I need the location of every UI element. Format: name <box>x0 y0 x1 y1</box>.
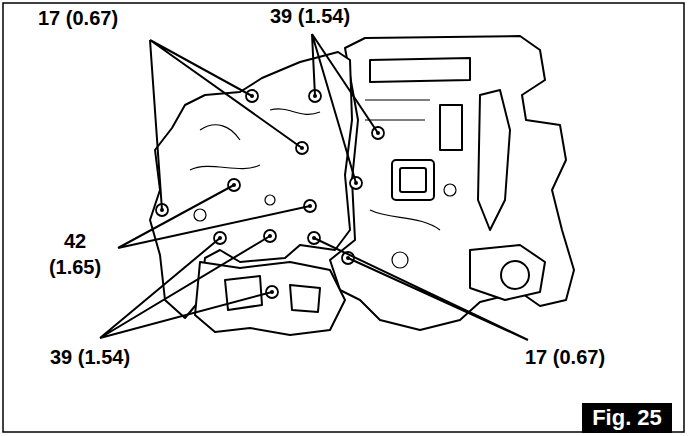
figure-number-box: Fig. 25 <box>582 403 672 433</box>
port-hole <box>444 184 456 196</box>
callout-number: 17 (0.67) <box>38 5 118 31</box>
check-ball-hole <box>265 195 275 205</box>
leader-line <box>312 34 378 183</box>
callout-number: 39 (1.54) <box>50 344 130 370</box>
detent-spring <box>225 276 262 310</box>
callout-number: 42 (1.65) <box>40 228 110 280</box>
figure-number: Fig. 25 <box>592 405 662 431</box>
fluid-passage <box>365 100 430 120</box>
figure-frame <box>3 3 684 432</box>
bolt-centers <box>160 94 380 294</box>
valve-bore <box>478 90 510 230</box>
leader-line <box>100 236 272 338</box>
fluid-passage <box>200 125 240 140</box>
leader-line <box>118 185 310 248</box>
fluid-passage <box>370 210 440 230</box>
check-ball-hole <box>194 209 206 221</box>
leader-line <box>314 238 528 340</box>
casting-rib <box>370 58 470 82</box>
manual-valve <box>290 285 320 312</box>
leader-lines <box>100 34 528 340</box>
callout-number: 17 (0.67) <box>525 344 605 370</box>
solenoid <box>392 160 434 200</box>
valve-bore <box>440 105 462 150</box>
accumulator-bore <box>501 261 529 289</box>
valve-body <box>150 36 574 335</box>
fluid-passage <box>270 109 320 114</box>
callout-number: 39 (1.54) <box>270 3 350 29</box>
leader-line <box>150 40 302 210</box>
lower-valve-body <box>195 262 345 335</box>
bolts <box>156 90 384 298</box>
solenoid-connector <box>400 168 426 192</box>
port-hole <box>392 252 408 268</box>
accumulator-housing <box>470 245 545 300</box>
fluid-passage <box>190 165 260 170</box>
upper-valve-body <box>330 36 574 330</box>
